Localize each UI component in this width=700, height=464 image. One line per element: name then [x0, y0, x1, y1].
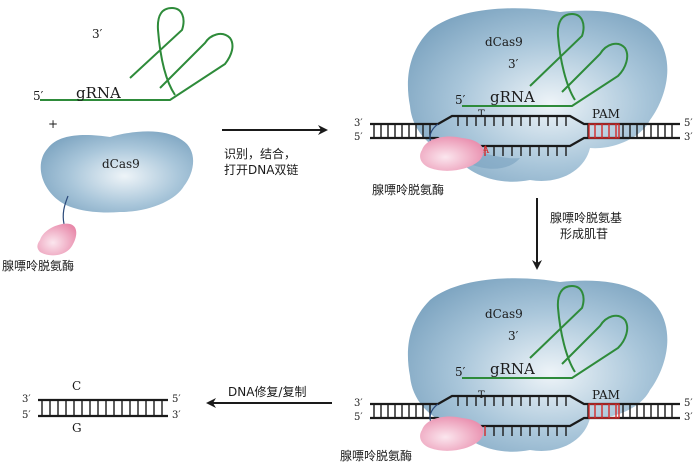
left3-label: 3′ [354, 118, 363, 129]
prime3-label: 3′ [508, 329, 519, 343]
right5-label: 5′ [684, 118, 693, 129]
grna-strand [462, 12, 629, 107]
panel-3: dCas9 3′ 5′ gRNA T I PAM 3′ 5′ 5′ 3′ 腺嘌呤… [340, 278, 693, 463]
arrow1-line2: 打开DNA双链 [224, 162, 298, 177]
grna-strand [462, 284, 629, 379]
arrow-1: 识别，结合， 打开DNA双链 [222, 125, 328, 177]
t-base-label: T [478, 109, 485, 120]
pam-label: PAM [592, 107, 620, 121]
deaminase-protein [420, 136, 484, 171]
panel-4: C G 3′ 5′ 5′ 3′ [22, 379, 181, 435]
prime5-label: 5′ [455, 93, 466, 107]
panel-1: 3′ 5′ gRNA + dCas9 腺嘌呤脱氨酶 [2, 6, 234, 273]
t-base-label: T [478, 390, 485, 401]
prime3-label: 3′ [92, 27, 103, 41]
grna-label: gRNA [490, 88, 535, 106]
arrow3-label: DNA修复/复制 [228, 384, 306, 399]
right3-label: 3′ [172, 410, 181, 421]
arrow-2: 腺嘌呤脱氨基 形成肌苷 [532, 198, 622, 270]
grna-strand [40, 6, 234, 101]
dcas9-label: dCas9 [102, 157, 140, 171]
left3-label: 3′ [22, 394, 31, 405]
panel-2: dCas9 3′ 5′ gRNA T A PAM 3′ 5′ 5′ 3′ 腺嘌呤… [354, 8, 693, 197]
pam-box [588, 123, 620, 139]
a-base-label: A [481, 145, 490, 156]
left3-label: 3′ [354, 398, 363, 409]
deaminase-label: 腺嘌呤脱氨酶 [2, 258, 74, 273]
plus-sign: + [48, 117, 58, 131]
right3-label: 3′ [684, 412, 693, 423]
prime5-label: 5′ [455, 365, 466, 379]
right5-label: 5′ [684, 398, 693, 409]
prime5-label: 5′ [33, 89, 44, 103]
arrow1-line1: 识别，结合， [224, 146, 296, 161]
left5-label: 5′ [354, 412, 363, 423]
dcas9-label: dCas9 [485, 307, 523, 321]
c-base-label: C [72, 379, 81, 393]
pam-label: PAM [592, 388, 620, 402]
left5-label: 5′ [354, 132, 363, 143]
left5-label: 5′ [22, 410, 31, 421]
deaminase-label: 腺嘌呤脱氨酶 [340, 448, 412, 463]
deaminase-protein [37, 223, 77, 256]
grna-label: gRNA [490, 360, 535, 378]
deaminase-label: 腺嘌呤脱氨酶 [372, 182, 444, 197]
g-base-label: G [72, 421, 82, 435]
linker [62, 195, 69, 225]
prime3-label: 3′ [508, 57, 519, 71]
grna-label: gRNA [76, 84, 121, 102]
arrow2-line1: 腺嘌呤脱氨基 [550, 210, 622, 225]
right3-label: 3′ [684, 132, 693, 143]
arrow-3: DNA修复/复制 [206, 384, 332, 408]
right5-label: 5′ [172, 394, 181, 405]
deaminase-protein [420, 416, 484, 451]
dcas9-protein [40, 131, 194, 213]
pam-box [588, 403, 620, 419]
arrow2-line2: 形成肌苷 [560, 227, 608, 241]
dcas9-label: dCas9 [485, 35, 523, 49]
dna-duplex [38, 398, 168, 418]
